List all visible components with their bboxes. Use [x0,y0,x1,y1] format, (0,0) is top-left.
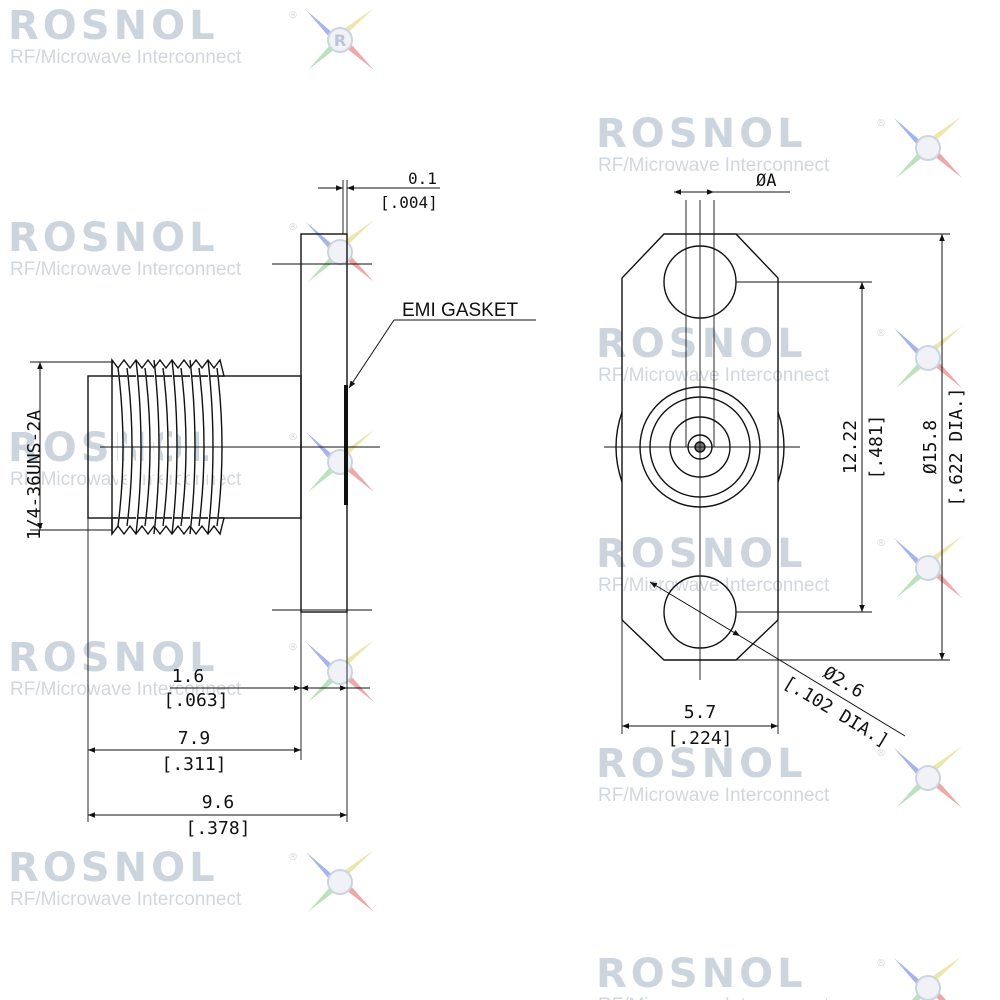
watermark-registered: ® [876,328,886,339]
watermark-tagline: RF/Microwave Interconnect [598,155,830,176]
gasket-label: EMI GASKET [402,300,519,321]
watermark-registered: ® [876,538,886,549]
watermark-registered: ® [876,958,886,969]
dim-pin-dia: ØA [756,171,776,191]
watermark-tagline: RF/Microwave Interconnect [598,996,829,1000]
dim-flange-width-inch: [.224] [667,728,732,749]
watermark-logo-icon: R [306,8,374,70]
watermark: ROSNOL ® RF/Microwave Interconnect [8,848,378,918]
watermark-tagline: RF/Microwave Interconnect [10,889,242,910]
watermark-registered: ® [288,642,298,653]
dim-body-mm: 7.9 [178,728,211,749]
watermark-brand: ROSNOL [596,531,807,577]
watermark: ROSNOL ® RF/Microwave Interconnect [596,954,966,1000]
watermark-logo-icon [306,640,374,702]
dim-flange-width-mm: 5.7 [684,702,717,723]
watermark-brand: ROSNOL [8,215,219,261]
dim-hole-spacing-inch: [.481] [866,414,887,479]
watermark-logo-icon [306,850,374,912]
watermark-logo-icon [894,956,962,1000]
watermark: ROSNOL ® RF/Microwave Interconnect R [8,6,378,76]
dim-gasket-mm: 0.1 [408,169,437,188]
watermark-logo-icon [894,746,962,808]
watermark-logo-icon [894,116,962,178]
watermark-brand: ROSNOL [596,321,807,367]
front-view [604,189,950,737]
watermark-registered: ® [288,432,298,443]
dim-body-inch: [.311] [161,754,226,775]
watermark-tagline: RF/Microwave Interconnect [10,259,242,280]
watermark-brand: ROSNOL [596,741,807,787]
watermark-tagline: RF/Microwave Interconnect [598,785,830,806]
dim-overall-inch: [.378] [185,818,250,839]
watermark-registered: ® [288,10,298,21]
side-flange [300,233,348,613]
watermark: ROSNOL ® RF/Microwave Interconnect [596,744,966,814]
dim-flange-inch: [.063] [163,690,228,711]
watermark-brand: ROSNOL [8,635,219,681]
watermark: ROSNOL ® RF/Microwave Interconnect [8,638,378,708]
dim-flange-mm: 1.6 [172,666,205,687]
dim-gasket-inch: [.004] [380,193,438,212]
watermark-registered: ® [288,222,298,233]
watermark-registered: ® [876,118,886,129]
dim-overall-mm: 9.6 [202,792,235,813]
svg-text:R: R [334,31,346,50]
watermark-brand: ROSNOL [596,954,807,997]
thread-spec-label: 1/4-36UNS-2A [24,410,45,540]
dim-flange-dia-mm: Ø15.8 [920,420,941,474]
watermark-brand: ROSNOL [596,111,807,157]
dim-hole-spacing-mm: 12.22 [840,420,861,474]
watermark-tagline: RF/Microwave Interconnect [10,47,242,68]
dim-flange-dia-inch: [.622 DIA.] [946,387,967,506]
side-view [30,180,536,822]
watermark-tagline: RF/Microwave Interconnect [10,679,242,700]
watermark-registered: ® [876,748,886,759]
watermark-brand: ROSNOL [8,845,219,891]
watermark-brand: ROSNOL [8,3,219,49]
watermark-logo-icon [306,220,374,282]
watermark-registered: ® [288,852,298,863]
watermark: ROSNOL ® RF/Microwave Interconnect [8,218,378,288]
watermark: ROSNOL ® RF/Microwave Interconnect [596,114,966,184]
